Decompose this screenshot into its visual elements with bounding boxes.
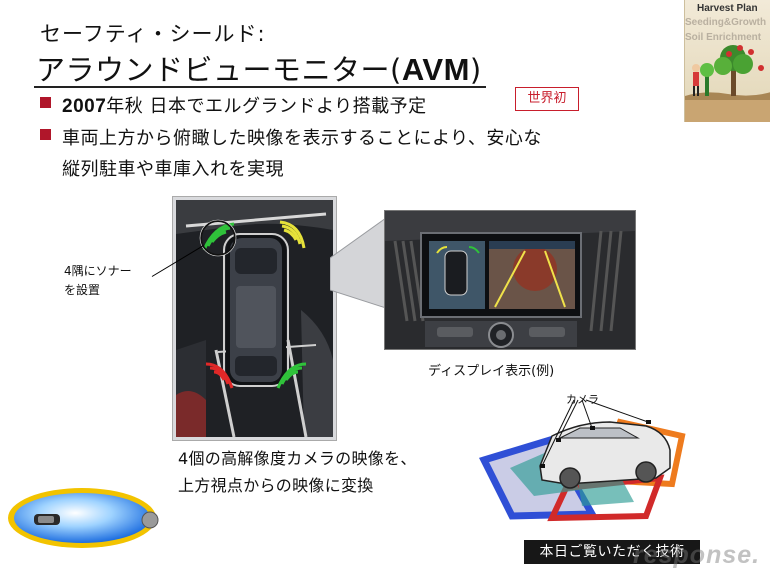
sonar-red-rear-left bbox=[205, 362, 234, 389]
bullet-year: 2007 bbox=[62, 96, 107, 117]
sonar-annotation-line-2: を設置 bbox=[64, 283, 101, 297]
harvest-plan-logo: Harvest Plan Seeding&Growth Soil Enrichm… bbox=[684, 0, 770, 122]
world-first-badge: 世界初 bbox=[515, 87, 579, 111]
camera-description-line-1: 4個の高解像度カメラの映像を、 bbox=[178, 449, 417, 468]
slide-title: アラウンドビューモニター(AVM) bbox=[36, 47, 482, 89]
slide-title-end: ) bbox=[469, 53, 482, 87]
display-caption: ディスプレイ表示(例) bbox=[428, 364, 555, 379]
bullet-benefit-line-1: 車両上方から俯瞰した映像を表示することにより、安心な bbox=[62, 128, 542, 149]
bullet-square-icon bbox=[40, 97, 51, 108]
callout-connector bbox=[330, 218, 387, 308]
bullet-launch-text: 2007年秋 日本でエルグランドより搭載予定 bbox=[62, 92, 427, 118]
camera-label: カメラ bbox=[566, 393, 599, 406]
camera-description: 4個の高解像度カメラの映像を、 上方視点からの映像に変換 bbox=[178, 445, 417, 499]
sonar-annotation-line-1: 4隅にソナー bbox=[64, 264, 132, 278]
bullet-benefit-line-2: 縦列駐車や車庫入れを実現 bbox=[62, 159, 284, 180]
overhead-parking-view bbox=[173, 197, 336, 440]
bullet-square-icon bbox=[40, 129, 51, 140]
in-car-display-photo bbox=[384, 210, 636, 350]
avm-oval-emblem bbox=[8, 488, 159, 548]
slide-subtitle: セーフティ・シールド: bbox=[40, 22, 266, 46]
camera-description-line-2: 上方視点からの映像に変換 bbox=[178, 476, 374, 495]
bullet-launch-body: 年秋 日本でエルグランドより搭載予定 bbox=[106, 96, 427, 117]
sonar-green-front-left bbox=[202, 222, 235, 251]
sonar-green-rear-right bbox=[276, 362, 307, 389]
slide-title-jp: アラウンドビューモニター( bbox=[36, 53, 402, 87]
zone-blue bbox=[479, 435, 598, 520]
sonar-annotation: 4隅にソナー を設置 bbox=[64, 262, 132, 300]
logo-line-1: Harvest Plan bbox=[697, 3, 758, 14]
title-underline bbox=[34, 86, 486, 88]
zone-red bbox=[547, 474, 665, 522]
tech-demo-tag: 本日ご覧いただく技術 bbox=[524, 540, 700, 564]
logo-line-3: Soil Enrichment bbox=[685, 32, 762, 43]
response-watermark: response. bbox=[633, 541, 761, 569]
slide-title-en: AVM bbox=[401, 52, 470, 87]
tree-planting-icon bbox=[685, 45, 770, 122]
logo-line-2: Seeding&Growth bbox=[685, 17, 767, 28]
camera-coverage-diagram bbox=[479, 399, 686, 522]
sonar-yellow-front-right bbox=[279, 220, 306, 249]
